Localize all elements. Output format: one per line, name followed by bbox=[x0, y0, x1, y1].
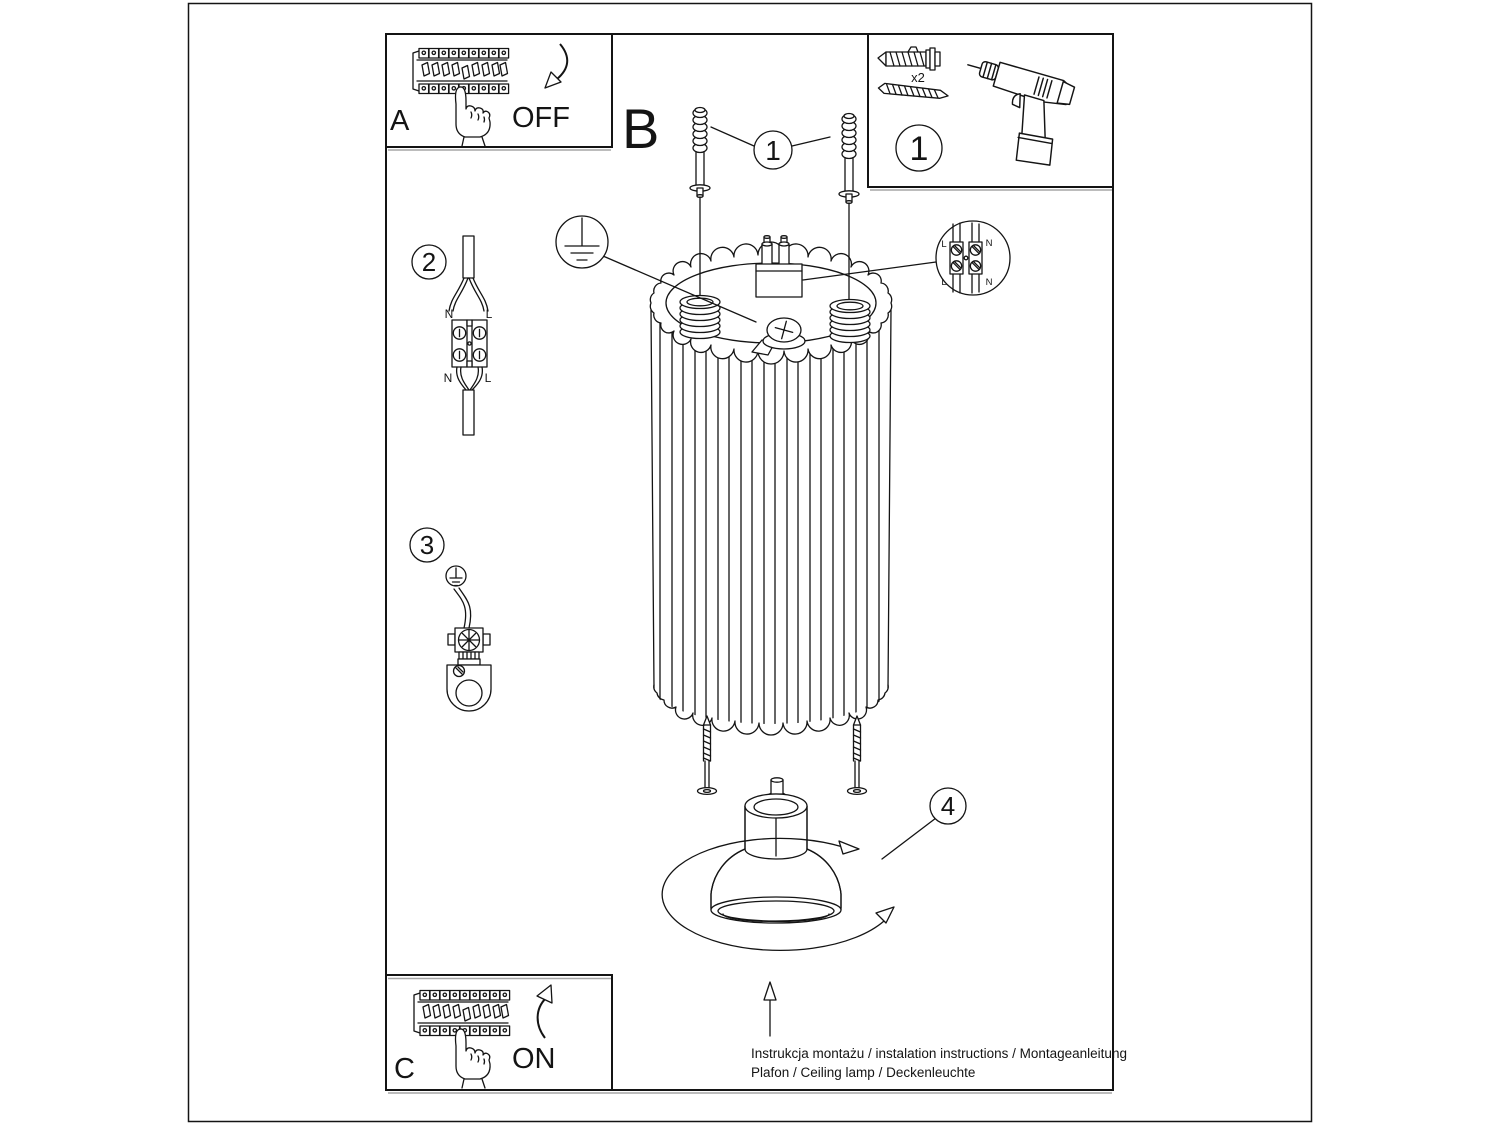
arrow-down-icon bbox=[544, 43, 569, 89]
terminal-detail-callout: L N L N bbox=[802, 220, 1011, 296]
screw-icon bbox=[877, 82, 949, 99]
step-4-circle bbox=[929, 787, 967, 825]
wire-label-n-top: N bbox=[445, 307, 454, 321]
tools-step-circle bbox=[895, 124, 943, 172]
step-4-number: 4 bbox=[941, 791, 955, 821]
callout-1-circle bbox=[753, 130, 793, 170]
earth-icon bbox=[564, 217, 600, 261]
step-3-number: 3 bbox=[420, 530, 434, 560]
step-2-wiring: 2 N L N L bbox=[411, 235, 493, 436]
wall-plug-icon bbox=[877, 46, 941, 71]
detail-label-l-bottom: L bbox=[941, 277, 946, 288]
wire-label-l-top: L bbox=[486, 307, 493, 321]
detail-label-n-bottom: N bbox=[986, 277, 993, 288]
cable-top bbox=[462, 235, 475, 279]
gu10-bulb bbox=[710, 777, 842, 924]
bottom-scallop-edge bbox=[653, 684, 889, 736]
lamp-terminal-block bbox=[755, 235, 803, 298]
arrow-up-icon bbox=[536, 984, 553, 1039]
wire-label-n-bottom: N bbox=[444, 371, 453, 385]
box-tools: x2 1 bbox=[867, 33, 1114, 191]
main-frame bbox=[385, 33, 1114, 1091]
quantity-label: x2 bbox=[911, 70, 925, 85]
lamp-shade: L N L N bbox=[555, 196, 1011, 736]
page-border bbox=[187, 2, 1313, 1123]
flute-lines bbox=[659, 303, 880, 724]
step-3-grounding: 3 bbox=[409, 527, 492, 712]
footer-line-2: Plafon / Ceiling lamp / Deckenleuchte bbox=[751, 1065, 975, 1080]
wire-label-l-bottom: L bbox=[485, 371, 492, 385]
detail-label-n-top: N bbox=[986, 238, 993, 249]
box-power-off: OFF A bbox=[385, 33, 613, 151]
spring-insert-left-icon bbox=[679, 294, 721, 340]
box-a-letter: A bbox=[390, 105, 410, 137]
twist-arrow bbox=[661, 837, 895, 952]
step-2-circle bbox=[411, 244, 447, 280]
section-b-anchors: B 1 bbox=[622, 97, 860, 204]
tools-step-number: 1 bbox=[910, 130, 929, 168]
off-label: OFF bbox=[512, 102, 570, 134]
step-2-number: 2 bbox=[422, 247, 436, 277]
footer-line-1: Instrukcja montażu / instalation instruc… bbox=[751, 1046, 1127, 1061]
mounting-screw-icon bbox=[751, 317, 806, 356]
spring-insert-right-icon bbox=[829, 298, 871, 344]
insert-arrow bbox=[763, 981, 777, 1037]
box-c-letter: C bbox=[394, 1053, 415, 1085]
bulb-rim bbox=[710, 896, 842, 924]
section-b-label: B bbox=[622, 97, 659, 160]
detail-label-l-top: L bbox=[941, 239, 946, 250]
callout-1-number: 1 bbox=[765, 135, 781, 166]
step-3-circle bbox=[409, 527, 445, 563]
cable-bottom bbox=[462, 389, 475, 436]
ground-symbol-callout bbox=[555, 215, 757, 323]
on-label: ON bbox=[512, 1043, 556, 1075]
drill-icon bbox=[967, 61, 1076, 166]
step-4-callout: 4 bbox=[881, 787, 967, 860]
box-power-on: ON C bbox=[385, 974, 613, 1091]
